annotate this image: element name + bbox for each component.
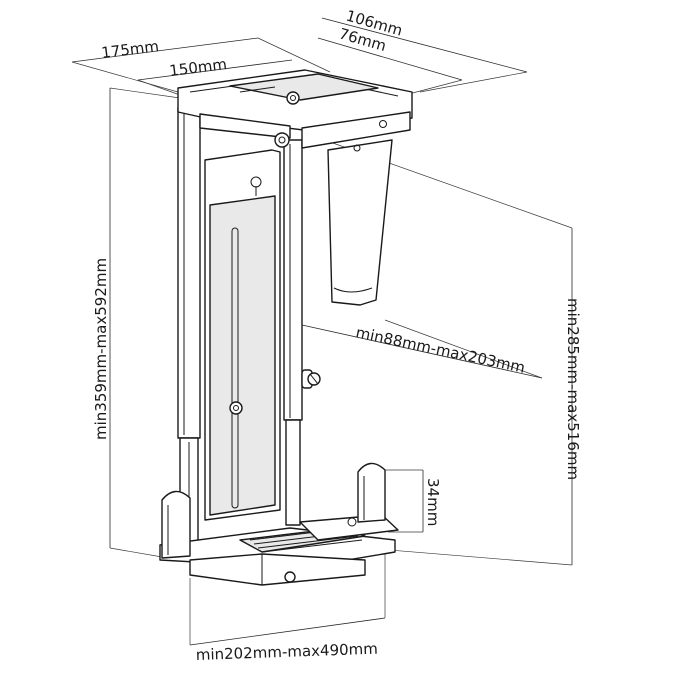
holder-illustration (159, 69, 413, 586)
dim-base-range: min202mm-max490mm (196, 640, 379, 664)
dim-top-width: 175mm (100, 37, 160, 62)
dim-inner-height-range: min285mm-max516mm (564, 298, 582, 480)
dim-top-rail: 150mm (168, 55, 228, 80)
dim-height-range: min359mm-max592mm (92, 258, 110, 440)
dim-width-range: min88mm-max203mm (354, 323, 527, 376)
dim-foot-height: 34mm (424, 478, 442, 526)
